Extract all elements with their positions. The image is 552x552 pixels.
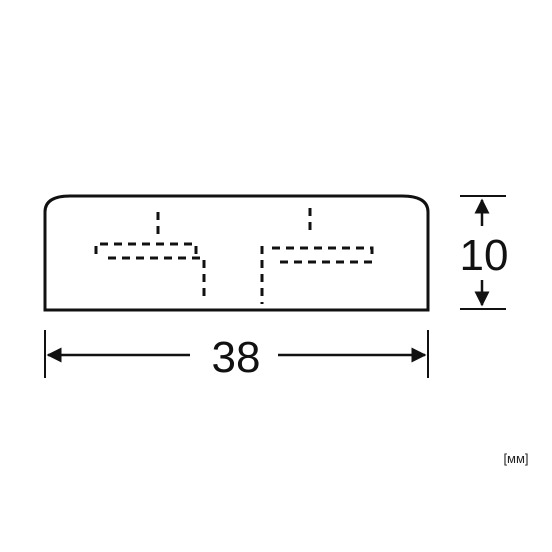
width-dimension: 38 [44,330,429,382]
height-label: 10 [460,231,509,280]
width-label: 38 [212,333,261,382]
height-dimension: 10 [460,195,509,310]
unit-label: [мм] [503,451,528,466]
hidden-lines-right [260,208,376,304]
hidden-lines-left [94,212,206,298]
part-outline [43,194,430,312]
